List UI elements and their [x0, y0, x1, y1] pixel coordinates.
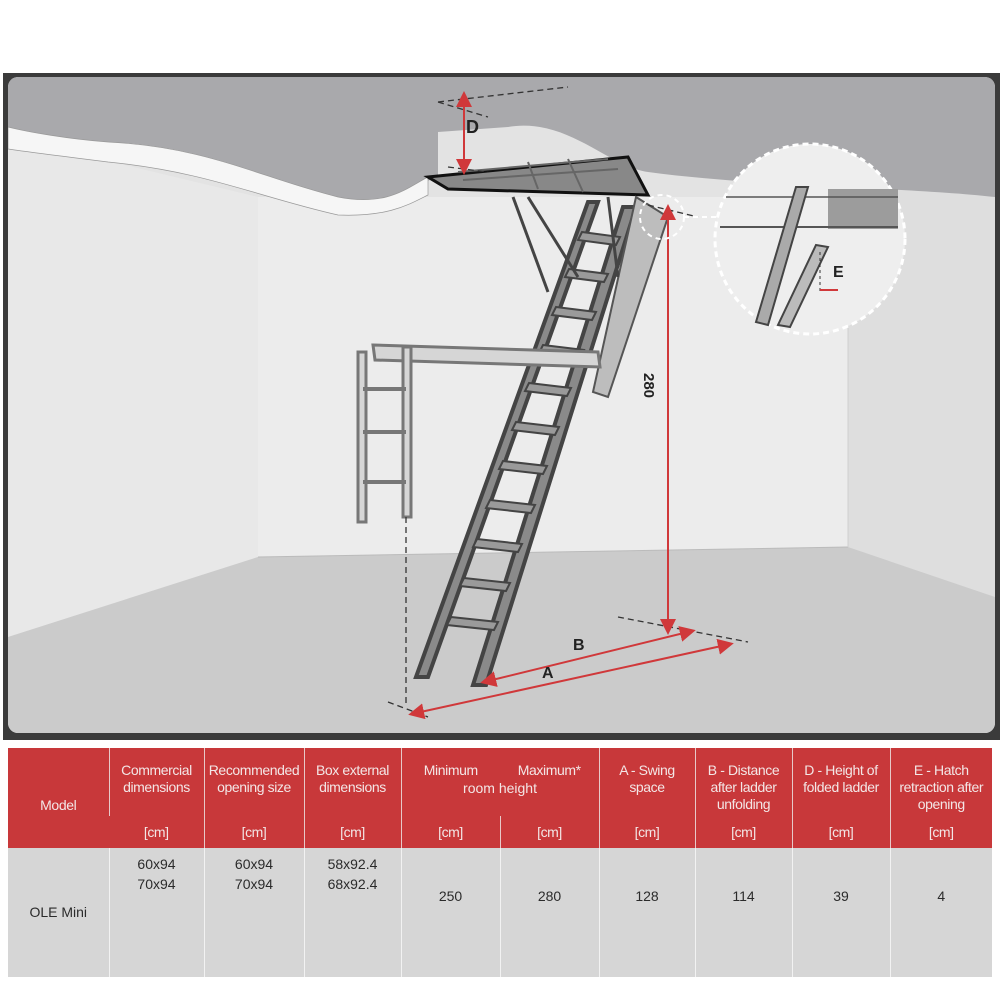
cell-min-height: 250 [400, 848, 500, 977]
cell-swing: 128 [598, 848, 695, 977]
unit: [cm] [109, 816, 204, 848]
unit: [cm] [889, 816, 992, 848]
handrail [356, 343, 602, 524]
detail-inset [713, 142, 907, 336]
header-retraction: E - Hatch retraction after opening [889, 748, 992, 816]
header-folded: D - Height of folded ladder [791, 748, 890, 816]
cell-distance: 114 [694, 848, 792, 977]
cell-model: OLE Mini [8, 848, 109, 977]
hatch-cover [591, 195, 670, 399]
header-room-height: room height [463, 780, 537, 796]
header-model: Model [8, 748, 109, 848]
header-row: Model Commercial dimensions Recommended … [8, 748, 992, 848]
value: 68x92.4 [327, 876, 378, 892]
header-opening: Recommended opening size [203, 748, 304, 816]
cell-folded: 39 [791, 848, 890, 977]
spec-table: Model Commercial dimensions Recommended … [8, 748, 992, 977]
value: 60x94 [137, 856, 176, 872]
header-min: Minimum [400, 748, 500, 816]
label-e: E [833, 264, 844, 281]
value: 70x94 [234, 876, 274, 892]
unit: [cm] [203, 816, 304, 848]
unit: [cm] [694, 816, 792, 848]
left-wall [8, 137, 258, 637]
cell-max-height: 280 [499, 848, 599, 977]
unit: [cm] [598, 816, 695, 848]
header-swing: A - Swing space [598, 748, 695, 816]
value: 60x94 [234, 856, 274, 872]
header-max: Maximum* [500, 748, 599, 816]
unit: [cm] [499, 816, 599, 848]
unit: [cm] [303, 816, 401, 848]
cell-box: 58x92.4 68x92.4 [303, 848, 401, 977]
table-row: OLE Mini 60x94 70x94 60x94 70x94 58x92.4 68… [8, 848, 992, 977]
header-box: Box external dimensions [303, 748, 401, 816]
unit-row: [cm] [cm] [cm] [cm] [cm] [cm] [cm] [cm] … [8, 816, 992, 848]
unit: [cm] [791, 816, 890, 848]
ladder-diagram: D E B A 280 [8, 77, 995, 733]
value: 70x94 [137, 876, 176, 892]
a-dimension [408, 638, 734, 720]
header-distance: B - Distance after ladder unfolding [694, 748, 792, 816]
header-commercial: Commercial dimensions [108, 748, 204, 816]
cell-retraction: 4 [889, 848, 992, 977]
label-b: B [573, 637, 585, 654]
value: 58x92.4 [327, 856, 378, 872]
label-a: A [542, 665, 554, 682]
unit: [cm] [400, 816, 500, 848]
label-d: D [466, 117, 479, 137]
cell-commercial: 60x94 70x94 [108, 848, 204, 977]
label-280: 280 [640, 372, 658, 399]
cell-opening: 60x94 70x94 [203, 848, 304, 977]
